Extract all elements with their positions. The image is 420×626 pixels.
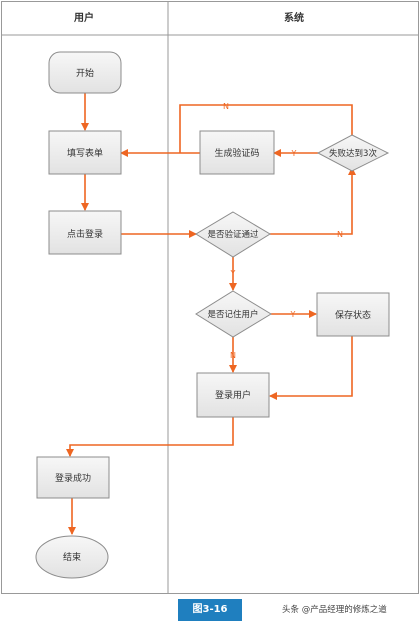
node-click-login: 点击登录 xyxy=(48,210,122,255)
edge-save-to-login xyxy=(269,336,353,400)
label-verify-yes: Y xyxy=(230,269,236,278)
node-login-user: 登录用户 xyxy=(196,372,270,418)
node-end: 结束 xyxy=(35,535,109,579)
edge-login-to-success xyxy=(66,417,234,457)
node-gen-code-label: 生成验证码 xyxy=(214,147,259,159)
node-fill-form-label: 填写表单 xyxy=(67,147,103,159)
node-start-label: 开始 xyxy=(76,67,94,79)
node-fail-3-times-label: 失败达到3次 xyxy=(329,148,377,159)
label-remember-no: N xyxy=(230,351,236,360)
label-fail3-yes: Y xyxy=(291,149,297,158)
node-save-state-label: 保存状态 xyxy=(335,309,371,321)
node-login-success-label: 登录成功 xyxy=(55,472,91,484)
node-login-success: 登录成功 xyxy=(36,456,110,499)
label-verify-no: N xyxy=(337,230,343,239)
node-remember-user-label: 是否记住用户 xyxy=(207,309,258,320)
lane-header-system: 系统 xyxy=(284,11,304,24)
edge-verify-to-fail3 xyxy=(270,167,356,235)
node-start: 开始 xyxy=(48,51,122,94)
node-gen-code: 生成验证码 xyxy=(199,130,275,175)
node-verify-passed: 是否验证通过 xyxy=(195,211,271,258)
node-remember-user: 是否记住用户 xyxy=(195,290,272,338)
node-end-label: 结束 xyxy=(63,551,81,563)
source-credit: 头条 @产品经理的修炼之道 xyxy=(282,605,387,615)
label-remember-yes: Y xyxy=(290,310,296,319)
node-fail-3-times: 失败达到3次 xyxy=(316,134,390,172)
label-fail3-no: N xyxy=(223,102,229,111)
node-click-login-label: 点击登录 xyxy=(67,228,103,240)
lane-header-user: 用户 xyxy=(73,11,94,24)
swimlane-frame xyxy=(1,1,419,594)
node-login-user-label: 登录用户 xyxy=(215,389,251,401)
edge-fail3-no-loop xyxy=(179,104,353,153)
node-save-state: 保存状态 xyxy=(316,292,390,337)
node-verify-passed-label: 是否验证通过 xyxy=(207,229,259,240)
node-fill-form: 填写表单 xyxy=(48,130,122,175)
figure-number-tag: 图3-16 xyxy=(178,599,242,621)
